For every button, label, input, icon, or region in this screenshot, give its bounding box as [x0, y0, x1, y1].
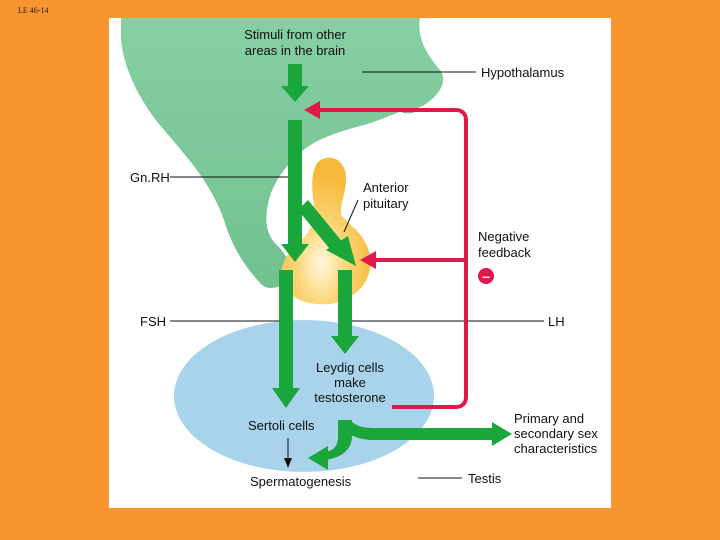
stimuli-label-line1: Stimuli from other	[244, 27, 347, 42]
gnrh-label: Gn.RH	[130, 170, 170, 185]
sex-characteristics-label-line3: characteristics	[514, 441, 598, 456]
testis-label: Testis	[468, 471, 502, 486]
testosterone-to-sex-characteristics	[342, 420, 494, 440]
fsh-arrow-shaft	[279, 270, 293, 390]
gnrh-arrowhead	[281, 244, 309, 262]
anterior-pituitary-label-line1: Anterior	[363, 180, 409, 195]
lh-arrow-shaft	[338, 270, 352, 338]
leydig-label-line2: make	[334, 375, 366, 390]
hormone-pathway-arrows	[272, 64, 512, 470]
sex-characteristics-label-line1: Primary and	[514, 411, 584, 426]
negative-feedback-minus-badge	[478, 268, 494, 284]
gnrh-branch-arrowhead	[326, 236, 356, 266]
stimuli-label-line2: areas in the brain	[245, 43, 345, 58]
feedback-arrowhead-hypothalamus	[304, 101, 320, 119]
sertoli-arrowhead	[284, 458, 292, 468]
stimuli-arrow-shaft	[288, 64, 302, 88]
spermatogenesis-label: Spermatogenesis	[250, 474, 352, 489]
feedback-arrowhead-pituitary	[360, 251, 376, 269]
hypothalamus-region	[121, 18, 444, 288]
gnrh-branch-shaft	[298, 200, 344, 254]
sex-characteristics-arrowhead	[492, 422, 512, 446]
slide-id: LE 46-14	[18, 6, 49, 15]
stimuli-arrowhead	[281, 86, 309, 102]
minus-sign: –	[482, 268, 490, 284]
lh-label: LH	[548, 314, 565, 329]
sertoli-label: Sertoli cells	[248, 418, 315, 433]
sex-characteristics-label-line2: secondary sex	[514, 426, 598, 441]
anterior-pituitary-pointer	[343, 199, 359, 233]
leydig-label-line1: Leydig cells	[316, 360, 384, 375]
gnrh-shaft	[288, 120, 302, 246]
negative-feedback-label-line2: feedback	[478, 245, 531, 260]
fsh-label: FSH	[140, 314, 166, 329]
lh-arrowhead	[331, 336, 359, 354]
leydig-label-line3: testosterone	[314, 390, 386, 405]
spermatogenesis-arrowhead	[308, 446, 328, 470]
fsh-arrowhead	[272, 388, 300, 408]
pointer-lines	[170, 71, 544, 479]
testis-region	[174, 320, 434, 472]
anterior-pituitary-label-line2: pituitary	[363, 196, 409, 211]
negative-feedback-label-line1: Negative	[478, 229, 529, 244]
hypothalamus-label: Hypothalamus	[481, 65, 565, 80]
